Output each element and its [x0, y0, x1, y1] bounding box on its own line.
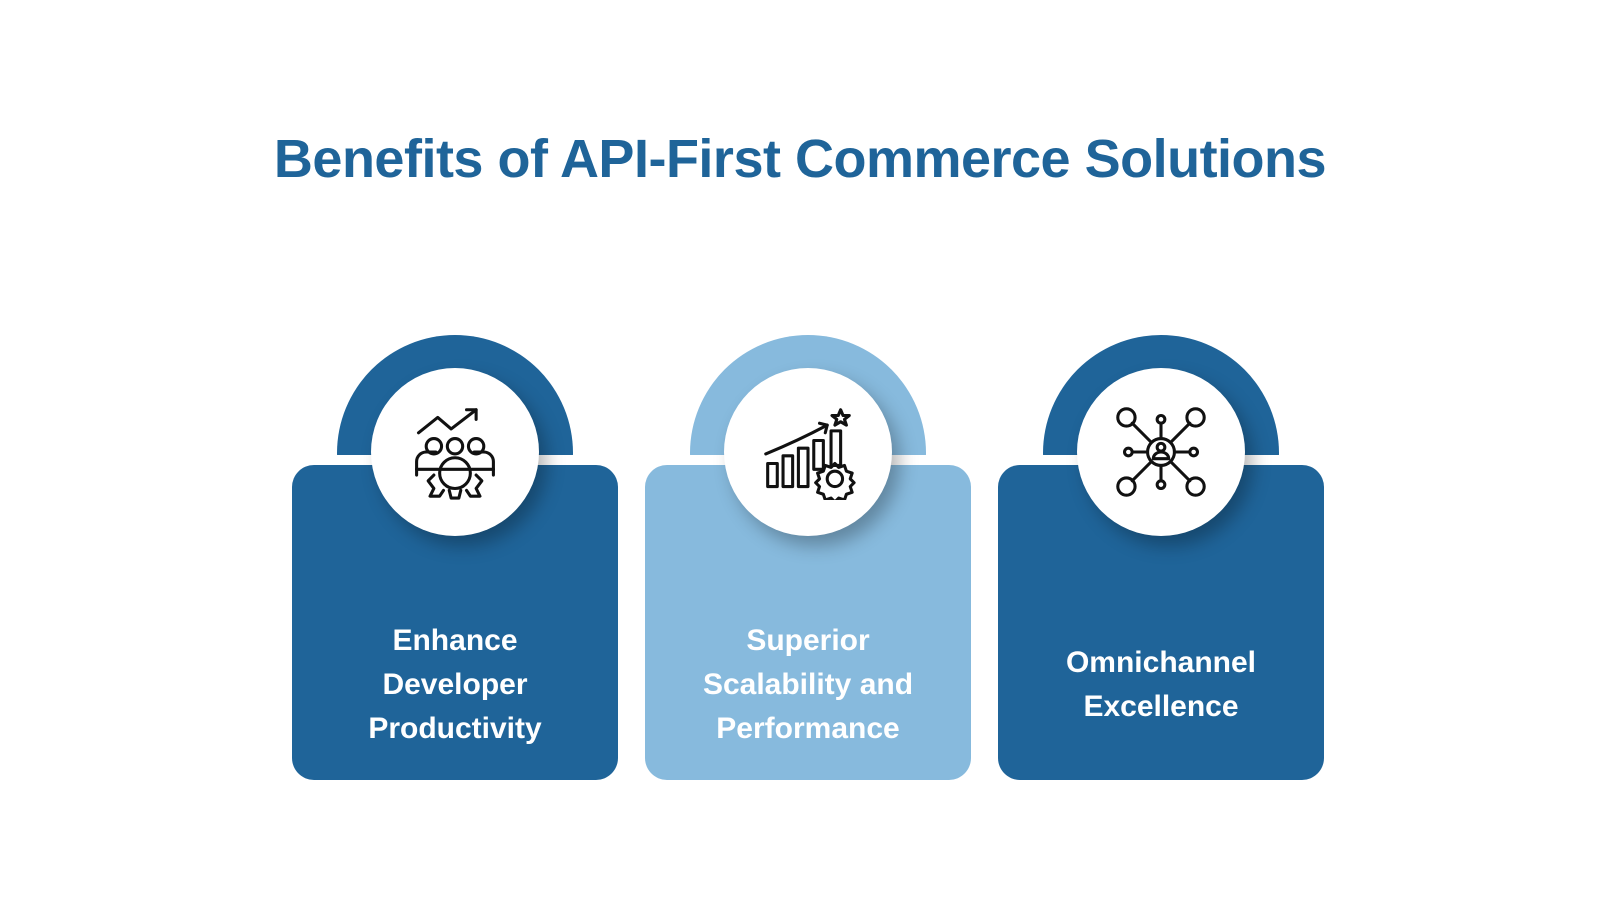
icon-circle	[724, 368, 892, 536]
team-gear-growth-icon	[415, 408, 495, 500]
card-label: Enhance Developer Productivity	[368, 624, 542, 745]
benefit-card-scalability-performance: Superior Scalability and Performance	[645, 330, 971, 780]
benefit-card-omnichannel: Omnichannel Excellence	[998, 330, 1324, 780]
icon-circle	[371, 368, 539, 536]
icon-circle	[1077, 368, 1245, 536]
bar-chart-gear-star-icon	[764, 408, 856, 500]
page-title: Benefits of API-First Commerce Solutions	[273, 129, 1327, 189]
card-label: Omnichannel Excellence	[1065, 646, 1257, 723]
card-label: Superior Scalability and Performance	[702, 624, 914, 745]
benefit-card-developer-productivity: Enhance Developer Productivity	[292, 330, 618, 780]
network-hub-user-icon	[1116, 407, 1206, 497]
